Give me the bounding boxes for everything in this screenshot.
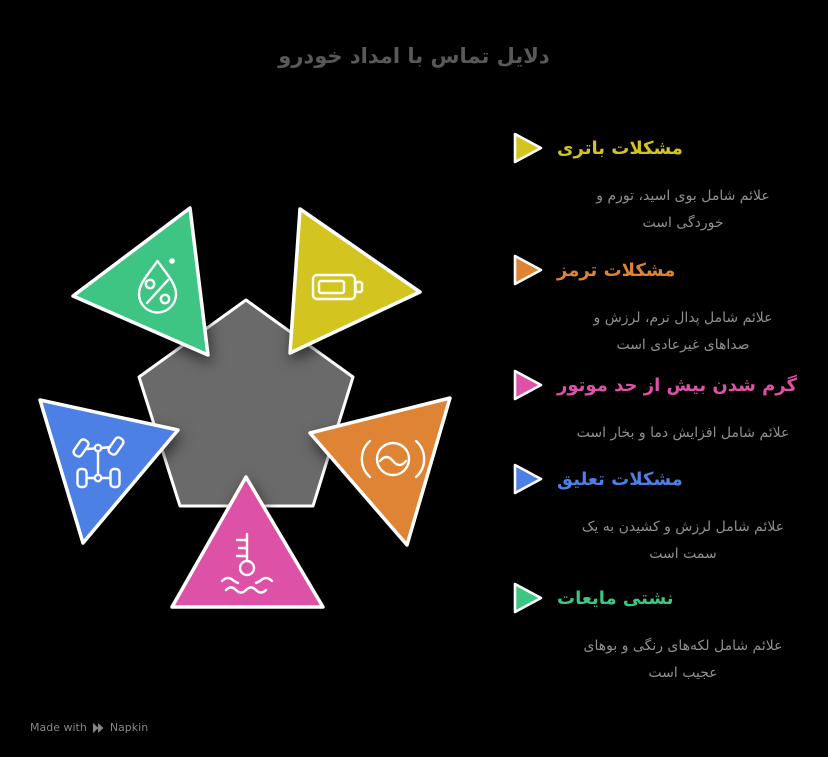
fluid-drop-icon (137, 258, 178, 314)
legend-triangle-icon (513, 463, 543, 495)
page-title: دلایل تماس با امداد خودرو (278, 44, 550, 68)
legend-item-head: نشتی مایعات (513, 582, 820, 614)
brand-text: Napkin (109, 721, 149, 734)
brake-triangle (308, 396, 452, 547)
made-with-text: Made with (30, 721, 87, 734)
napkin-logo-icon (92, 722, 104, 733)
desc-line: علائم شامل بوی اسید، تورم و (596, 188, 770, 204)
legend-item-suspension: مشکلات تعلیق علائم شامل لرزش و کشیدن به … (513, 463, 820, 568)
desc-line: علائم شامل پدال نرم، لرزش و (593, 310, 773, 326)
suspension-triangle (38, 398, 180, 545)
desc-line: علائم شامل لرزش و کشیدن به یک (581, 519, 785, 535)
legend-item-brakes: مشکلات ترمز علائم شامل پدال نرم، لرزش و … (513, 254, 820, 359)
fluid-leaks-triangle (71, 206, 210, 357)
desc-line: خوردگی است (642, 215, 724, 231)
legend-item-description: علائم شامل بوی اسید، تورم و خوردگی است (551, 183, 815, 237)
legend-item-head: مشکلات تعلیق (513, 463, 820, 495)
legend-item-description: علائم شامل افزایش دما و بخار است (551, 420, 815, 447)
legend-triangle-icon (513, 369, 543, 401)
made-with-napkin: Made with Napkin (30, 721, 148, 734)
battery-icon (311, 273, 364, 301)
legend-item-battery: مشکلات باتری علائم شامل بوی اسید، تورم و… (513, 132, 820, 237)
legend-triangle-icon (513, 254, 543, 286)
legend-item-description: علائم شامل لرزش و کشیدن به یک سمت است (551, 514, 815, 568)
legend-item-heading: نشتی مایعات (557, 587, 674, 609)
coolant-temperature-icon (220, 532, 274, 594)
legend-item-description: علائم شامل لکه‌های رنگی و بوهای عجیب است (551, 633, 815, 687)
legend-item-heading: مشکلات باتری (557, 137, 683, 159)
desc-line: علائم شامل افزایش دما و بخار است (576, 425, 790, 441)
overheating-triangle (170, 475, 325, 609)
legend-item-heading: مشکلات تعلیق (557, 468, 683, 490)
legend-item-head: مشکلات باتری (513, 132, 820, 164)
legend-item-head: گرم شدن بیش از حد موتور (513, 369, 820, 401)
legend-item-leaks: نشتی مایعات علائم شامل لکه‌های رنگی و بو… (513, 582, 820, 687)
legend-item-head: مشکلات ترمز (513, 254, 820, 286)
drivetrain-icon (72, 436, 125, 489)
desc-line: علائم شامل لکه‌های رنگی و بوهای (583, 638, 783, 654)
battery-triangle (288, 207, 422, 355)
legend-item-description: علائم شامل پدال نرم، لرزش و صداهای غیرعا… (551, 305, 815, 359)
desc-line: عجیب است (648, 665, 718, 681)
legend-triangle-icon (513, 132, 543, 164)
legend-item-heading: مشکلات ترمز (557, 259, 676, 281)
legend-item-heading: گرم شدن بیش از حد موتور (557, 374, 797, 396)
legend-item-overheating: گرم شدن بیش از حد موتور علائم شامل افزای… (513, 369, 820, 447)
desc-line: سمت است (649, 546, 717, 562)
brake-warning-icon (360, 439, 426, 479)
legend-triangle-icon (513, 582, 543, 614)
desc-line: صداهای غیرعادی است (616, 337, 750, 353)
